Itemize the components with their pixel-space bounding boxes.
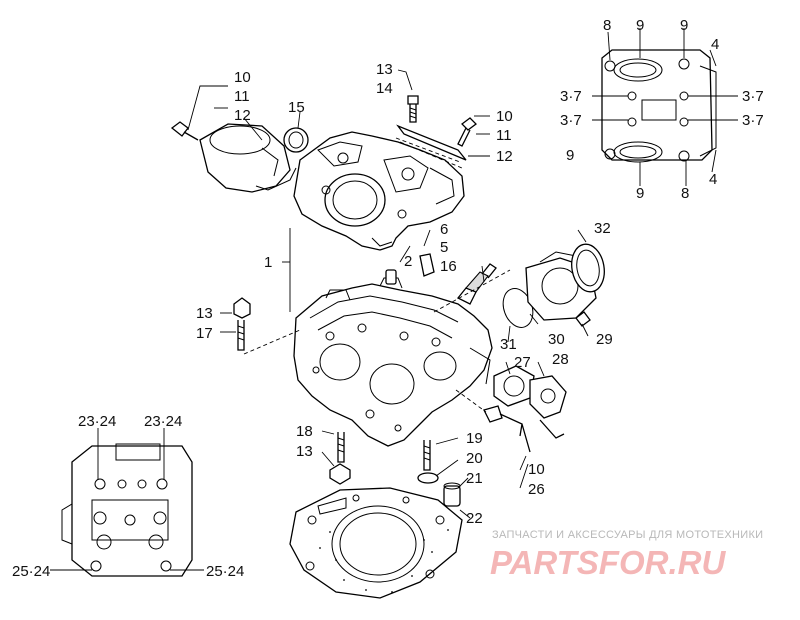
callout-32: 32 [594,220,611,237]
head-gasket-22 [289,487,463,599]
inset-callout-2524-left: 25·24 [12,563,50,580]
callout-20: 20 [466,450,483,467]
callout-16: 16 [440,258,457,275]
callout-30: 30 [548,331,565,348]
screw-29 [575,311,591,327]
thermostat-27 [493,365,535,407]
callout-15: 15 [288,99,305,116]
callout-13-c: 13 [296,443,313,460]
housing-28 [529,375,567,439]
inset-callout-37-left-a: 3·7 [560,88,582,105]
inset-callout-9-bottom: 9 [636,185,644,202]
callout-13-b: 13 [196,305,213,322]
inset-callout-8-top: 8 [603,17,611,34]
inset-callout-4-bottom: 4 [709,171,717,188]
inset-callout-37-right-a: 3·7 [742,88,764,105]
callout-10-b: 10 [496,108,513,125]
callout-12-a: 12 [234,107,251,124]
callout-18: 18 [296,423,313,440]
inset-callout-9-left: 9 [566,147,574,164]
cover-gasket [395,124,467,169]
dowel-21 [443,482,461,507]
stud-17 [237,320,245,351]
callout-27: 27 [514,354,531,371]
callout-11-b: 11 [496,127,512,144]
callout-17: 17 [196,325,213,342]
washer-20 [417,472,439,484]
valve-cover [293,131,465,251]
inset-callout-37-left-b: 3·7 [560,112,582,129]
o-ring-15 [283,127,309,153]
breather-cap [199,123,297,193]
inset-callout-37-right-b: 3·7 [742,112,764,129]
inset-callout-2324-right: 23·24 [144,413,182,430]
bolt-10-right [457,117,477,147]
callout-14: 14 [376,80,393,97]
callout-12-b: 12 [496,148,513,165]
callout-2: 2 [404,253,412,270]
nut-13-left [233,297,251,319]
inset-head-top [61,443,193,577]
callout-21: 21 [466,470,483,487]
inset-callout-2524-right: 25·24 [206,563,244,580]
inset-callout-4-top: 4 [711,36,719,53]
inset-callout-9-top-b: 9 [680,17,688,34]
callout-11-a: 11 [234,88,250,105]
callout-5: 5 [440,239,448,256]
stud-19 [423,440,431,471]
callout-19: 19 [466,430,483,447]
callout-26: 26 [528,481,545,498]
callout-labels: 1 10 11 12 15 13 14 10 11 12 6 5 2 16 13… [12,17,764,580]
leader-lines [50,28,738,571]
watermark-tagline: ЗАПЧАСТИ И АКСЕССУАРЫ ДЛЯ МОТОТЕХНИКИ [492,529,763,541]
watermark: ЗАПЧАСТИ И АКСЕССУАРЫ ДЛЯ МОТОТЕХНИКИ PA… [490,529,763,581]
watermark-logo: PARTSFOR.RU [490,544,726,581]
inset-callout-9-top-a: 9 [636,17,644,34]
bolt-14 [407,95,419,123]
callout-10-a: 10 [234,69,251,86]
dowel-2 [385,269,397,285]
clamp-32 [571,243,605,293]
stud-18 [337,432,345,463]
callout-31: 31 [500,336,517,353]
callout-10-c: 10 [528,461,545,478]
bolt-10-left [170,121,199,141]
callout-13-a: 13 [376,61,393,78]
inset-top-view [601,49,717,163]
callout-22: 22 [466,510,483,527]
callout-1: 1 [264,254,272,271]
nut-13-bottom [329,463,351,485]
dowel-5 [419,253,435,277]
callout-29: 29 [596,331,613,348]
sensor-26 [483,405,531,453]
callout-28: 28 [552,351,569,368]
spark-plug-16 [456,263,497,305]
inset-callout-2324-left: 23·24 [78,413,116,430]
inset-callout-8-bottom: 8 [681,185,689,202]
callout-6: 6 [440,221,448,238]
cylinder-head [293,277,493,447]
